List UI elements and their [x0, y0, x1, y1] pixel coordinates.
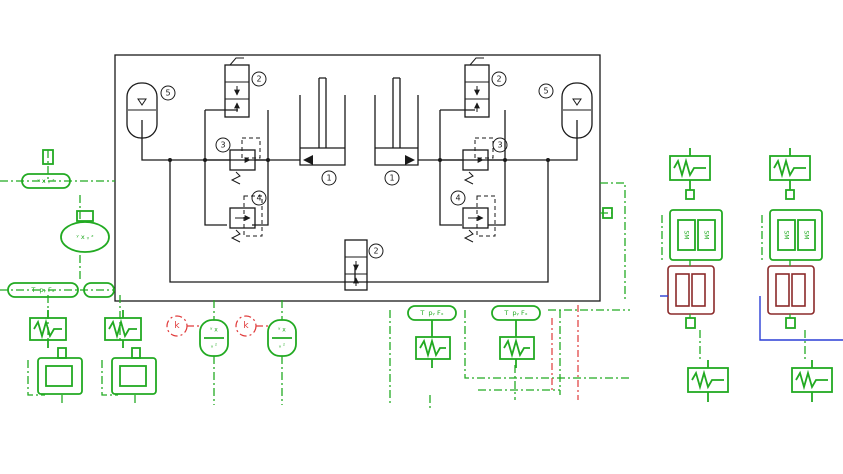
actuator-block-2: ʸ x ᵧ ᶻ — [267, 300, 297, 405]
svg-text:k: k — [174, 321, 180, 331]
callout-cylinder-right: 1 — [384, 170, 400, 186]
wheel-block-left-2 — [101, 347, 157, 396]
callout-valve-top-left: 2 — [251, 71, 267, 87]
mass-body-left: ʸ x ᵧ ᶻ — [60, 210, 110, 253]
tyre-force-block-left: T pᵧ Fₓ — [7, 282, 79, 298]
svg-text:T pᵧ Fₓ: T pᵧ Fₓ — [30, 286, 54, 294]
tyre-force-block-center-1: T pᵧ Fₓ — [407, 305, 457, 321]
svg-text:2: 2 — [373, 247, 378, 256]
callout-accumulator-left: 5 — [160, 85, 176, 101]
gain-block-k-2: k — [235, 315, 268, 337]
svg-text:2: 2 — [256, 75, 261, 84]
signal-lines-red — [551, 305, 579, 400]
svg-text:ᵧ ᶻ: ᵧ ᶻ — [279, 343, 285, 350]
check-valve-right — [462, 195, 496, 243]
hydraulic-frame — [114, 54, 601, 302]
svg-text:ʸ x: ʸ x — [210, 327, 218, 334]
svg-text:ʸ x ᵧ ᶻ: ʸ x ᵧ ᶻ — [76, 233, 93, 241]
svg-text:SM: SM — [703, 231, 710, 240]
callout-valve-bottom: 2 — [368, 243, 384, 259]
svg-text:4: 4 — [455, 194, 460, 203]
callout-relief-right: 3 — [492, 137, 508, 153]
quarter-car-module-2: SM SM — [759, 148, 843, 402]
svg-text:T pᵧ Fₓ: T pᵧ Fₓ — [503, 309, 527, 317]
spring-damper-center-2 — [499, 320, 535, 368]
cylinder-left — [299, 77, 346, 166]
svg-text:SM: SM — [783, 231, 790, 240]
actuator-block-1: ʸ x ᵧ ᶻ — [199, 300, 229, 405]
relief-valve-right — [462, 137, 494, 185]
accumulator-right — [561, 82, 593, 139]
relief-valve-left — [229, 137, 261, 185]
frame-output-port — [602, 207, 613, 219]
directional-valve-top-right — [464, 57, 490, 118]
hydraulic-lines — [141, 109, 578, 283]
svg-text:1: 1 — [389, 174, 394, 183]
callout-accumulator-right: 5 — [538, 83, 554, 99]
svg-text:3: 3 — [497, 141, 502, 150]
tyre-force-block-center-2: T pᵧ Fₓ — [491, 305, 541, 321]
quarter-car-module-1: SM SM — [660, 148, 729, 402]
svg-text:1: 1 — [326, 174, 331, 183]
svg-text:SM: SM — [803, 231, 810, 240]
wheel-block-left-1 — [27, 347, 83, 396]
svg-text:SM: SM — [683, 231, 690, 240]
svg-text:3: 3 — [220, 141, 225, 150]
callout-relief-left: 3 — [215, 137, 231, 153]
callout-check-left: 4 — [251, 190, 267, 206]
gain-block-k-1: k — [166, 315, 200, 337]
spring-damper-center-1 — [415, 320, 451, 368]
svg-text:5: 5 — [165, 89, 170, 98]
sensor-block-left-top: ʸ x ᵧ ᶻ — [21, 149, 71, 189]
svg-text:ʸ x: ʸ x — [278, 327, 286, 334]
svg-text:ʸ x ᵧ ᶻ: ʸ x ᵧ ᶻ — [37, 177, 54, 185]
svg-text:T pᵧ Fₓ: T pᵧ Fₓ — [419, 309, 443, 317]
callout-cylinder-left: 1 — [321, 170, 337, 186]
accumulator-left — [126, 82, 158, 139]
svg-text:2: 2 — [496, 75, 501, 84]
svg-text:4: 4 — [256, 194, 261, 203]
check-valve-left — [229, 195, 263, 243]
mechanical-links-center — [389, 182, 630, 408]
directional-valve-top-left — [224, 57, 250, 118]
tyre-force-block-left-2 — [83, 282, 115, 298]
svg-text:k: k — [243, 321, 249, 331]
callout-valve-top-right: 2 — [491, 71, 507, 87]
callout-check-right: 4 — [450, 190, 466, 206]
svg-text:5: 5 — [543, 87, 548, 96]
svg-text:ᵧ ᶻ: ᵧ ᶻ — [211, 343, 217, 350]
directional-valve-bottom — [344, 239, 368, 291]
cylinder-right — [374, 77, 419, 166]
spring-damper-left-2 — [104, 310, 142, 348]
spring-damper-left-1 — [29, 310, 67, 348]
